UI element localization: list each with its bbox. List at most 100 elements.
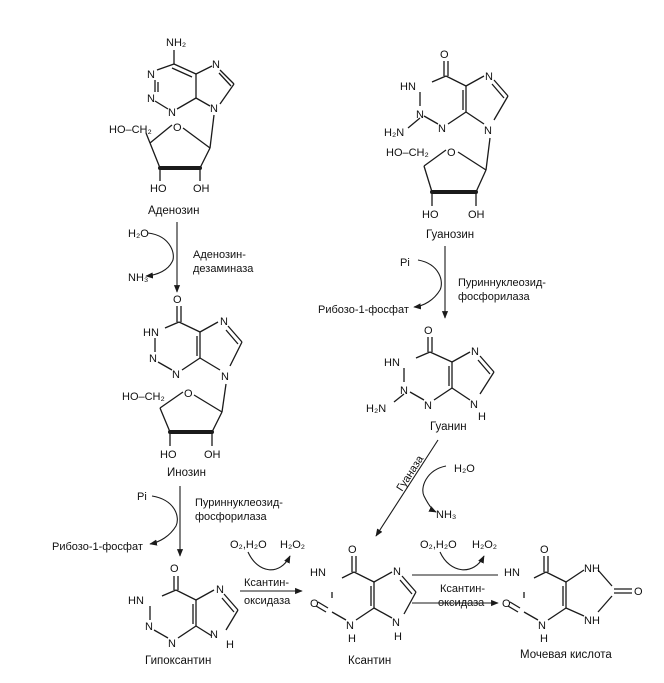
guanosine-n3: N — [416, 109, 424, 121]
uric-n3: N — [538, 620, 546, 632]
xanthine-n9: N — [392, 617, 400, 629]
uric-acid-name: Мочевая кислота — [520, 649, 612, 661]
adenosine-n9: N — [210, 103, 218, 115]
uric-nh9: NH — [584, 615, 600, 627]
xanthine-name: Ксантин — [348, 655, 391, 667]
adenosine-ring-o: O — [173, 122, 182, 134]
guanosine-oh: OH — [468, 209, 485, 221]
uric-nh7: NH — [584, 563, 600, 575]
hypoxanthine-name: Гипоксантин — [145, 655, 211, 667]
hypoxanthine-structure: O HN N N N N H Гипоксантин — [128, 563, 239, 667]
hypoxanthine-n7: N — [216, 584, 224, 596]
inosine-hn: HN — [143, 327, 159, 339]
inosine-oh: OH — [204, 449, 221, 461]
adenosine-n7: N — [212, 59, 220, 71]
guanine-n9: N — [470, 399, 478, 411]
guanosine-n7: N — [485, 71, 493, 83]
xanthine-h3: H — [348, 633, 356, 645]
inosine-ho: HO — [160, 449, 177, 461]
adenosine-n1: N — [147, 69, 155, 81]
xo2-enzyme-line1: Ксантин- — [440, 583, 485, 595]
adenosine-n3b: N — [168, 107, 176, 119]
uric-o6: O — [540, 544, 549, 556]
xanthine-n7: N — [393, 566, 401, 578]
adenosine-n3: N — [147, 93, 155, 105]
pnp-left-enzyme-line1: Пуриннуклеозид- — [195, 497, 283, 509]
uric-o2: O — [502, 598, 511, 610]
inosine-n3b: N — [172, 369, 180, 381]
xo1-product: H₂O₂ — [280, 539, 305, 551]
pnp-right-product: Рибозо-1-фосфат — [318, 304, 409, 316]
deaminase-enzyme-line1: Аденозин- — [193, 249, 246, 261]
pnp-right-enzyme-line2: фосфорилаза — [458, 291, 531, 303]
guanosine-n3b: N — [438, 123, 446, 135]
hypoxanthine-hn: HN — [128, 595, 144, 607]
guanine-h9: H — [478, 411, 486, 423]
guanine-o6: O — [424, 325, 433, 337]
uric-h3: H — [540, 633, 548, 645]
pnp-right-enzyme-line1: Пуриннуклеозид- — [458, 277, 546, 289]
xanthine-hn: HN — [310, 567, 326, 579]
guanosine-structure: O HN N N H₂N N N O HO–CH₂ HO OH Гуанозин — [384, 49, 509, 241]
hypoxanthine-n3b: N — [168, 638, 176, 650]
xanthine-o6: O — [348, 544, 357, 556]
guanosine-ring-o: O — [447, 147, 456, 159]
inosine-ho-ch2: HO–CH₂ — [122, 391, 165, 403]
xanthine-h9: H — [394, 631, 402, 643]
guanase-product: NH₃ — [436, 509, 456, 521]
xo2-enzyme-line2: оксидаза — [438, 597, 485, 609]
guanosine-amino: H₂N — [384, 127, 404, 139]
hypoxanthine-n9: N — [210, 629, 218, 641]
xanthine-oxidase-step-2: O₂,H₂O H₂O₂ Ксантин- оксидаза — [412, 539, 499, 609]
uric-acid-structure: O HN O N H NH NH O Мочевая кислота — [502, 544, 643, 661]
xo2-reactant: O₂,H₂O — [420, 539, 457, 551]
uric-o8: O — [634, 586, 643, 598]
guanine-n7: N — [471, 346, 479, 358]
guanosine-ho: HO — [422, 209, 439, 221]
xo2-product: H₂O₂ — [472, 539, 497, 551]
xanthine-structure: O HN O N H N N H Ксантин — [310, 544, 417, 667]
inosine-n7: N — [220, 316, 228, 328]
xo1-enzyme-line2: оксидаза — [244, 595, 291, 607]
xo1-reactant: O₂,H₂O — [230, 539, 267, 551]
guanine-hn: HN — [384, 357, 400, 369]
inosine-ring-o: O — [184, 388, 193, 400]
inosine-n9: N — [221, 371, 229, 383]
hypoxanthine-n3: N — [145, 621, 153, 633]
guanosine-o6: O — [440, 49, 449, 61]
hypoxanthine-h9: H — [226, 639, 234, 651]
guanosine-n9: N — [484, 125, 492, 137]
inosine-name: Инозин — [167, 467, 206, 479]
pnp-right-step: Pi Рибозо-1-фосфат Пуриннуклеозид- фосфо… — [318, 246, 546, 319]
xanthine-oxidase-step-1: O₂,H₂O H₂O₂ Ксантин- оксидаза — [230, 539, 305, 607]
xanthine-o2: O — [310, 598, 319, 610]
guanase-reactant: H₂O — [454, 463, 475, 475]
adenosine-nh2-label: NH₂ — [166, 37, 186, 49]
inosine-structure: O HN N N N N O HO–CH₂ HO OH Инозин — [122, 294, 243, 479]
adenosine-ho-ch2: HO–CH₂ — [109, 124, 152, 136]
guanine-n3b: N — [424, 400, 432, 412]
guanase-step: Гуаназа H₂O NH₃ — [375, 439, 475, 537]
inosine-n3: N — [149, 353, 157, 365]
guanine-amino: H₂N — [366, 403, 386, 415]
pnp-right-reactant: Pi — [400, 257, 410, 269]
pnp-left-product: Рибозо-1-фосфат — [52, 541, 143, 553]
guanosine-name: Гуанозин — [426, 229, 474, 241]
adenosine-structure: NH₂ N N N N N O HO–CH₂ HO OH А — [109, 37, 235, 217]
xo1-enzyme-line1: Ксантин- — [244, 577, 289, 589]
deaminase-product: NH₃ — [128, 272, 148, 284]
deaminase-enzyme-line2: дезаминаза — [193, 263, 254, 275]
inosine-o6: O — [173, 294, 182, 306]
hypoxanthine-o6: O — [170, 563, 179, 575]
xanthine-n3: N — [346, 620, 354, 632]
deaminase-reactant: H₂O — [128, 228, 149, 240]
uric-hn: HN — [504, 567, 520, 579]
guanine-structure: O HN N N H₂N N N H Гуанин — [366, 325, 495, 433]
adenosine-name: Аденозин — [148, 205, 199, 217]
pnp-left-reactant: Pi — [137, 491, 147, 503]
guanine-name: Гуанин — [430, 421, 467, 433]
pnp-left-step: Pi Рибозо-1-фосфат Пуриннуклеозид- фосфо… — [52, 486, 283, 557]
adenosine-oh: OH — [193, 183, 210, 195]
